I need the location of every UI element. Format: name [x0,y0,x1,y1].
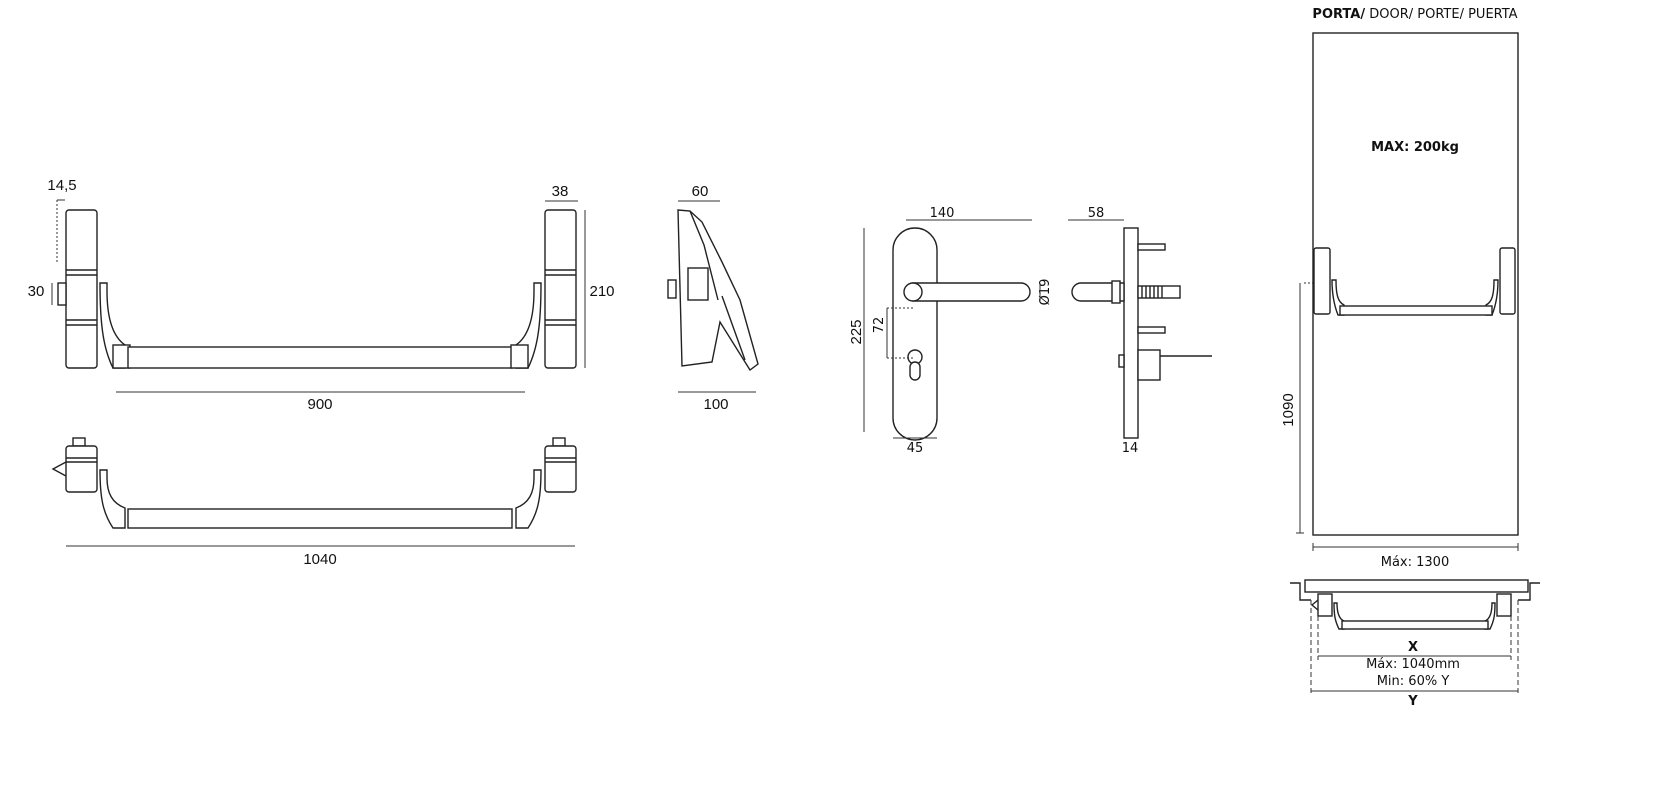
max-weight-label: MAX: 200kg [1371,140,1459,155]
door-title-rest: DOOR/ PORTE/ PUERTA [1365,7,1518,22]
door-title-bold: PORTA/ [1312,7,1365,22]
handle-side-view: 58 14 [1068,206,1212,456]
label-y: Y [1407,694,1418,709]
dim-lever-diameter-label: Ø19 [1038,279,1053,306]
door-elevation: PORTA/ DOOR/ PORTE/ PUERTA MAX: 200kg 10… [1280,7,1519,570]
dim-depth-label: 60 [692,183,709,200]
dim-projection-label: 58 [1088,206,1105,221]
max-x-label: Máx: 1040mm [1366,657,1460,672]
dim-lever-length-label: 140 [930,206,955,221]
panic-bar-front-view: 14,5 30 38 210 900 [28,177,615,413]
dim-total-length-label: 1040 [303,551,336,568]
dim-total-depth-label: 100 [703,396,728,413]
handle-front-view: 140 225 72 Ø19 45 [848,206,1053,456]
door-max-width-label: Máx: 1300 [1381,555,1449,570]
dim-height-label: 210 [589,283,614,300]
dim-offset-label: 14,5 [47,177,76,194]
panic-bar-top-view: 1040 [51,437,577,568]
door-top-view: X Máx: 1040mm Min: 60% Y Y [1290,579,1540,709]
min-x-label: Min: 60% Y [1377,674,1450,689]
dim-bar-length-label: 900 [307,396,332,413]
dim-plate-width-label: 45 [907,441,924,456]
dim-latch-label: 30 [28,283,45,300]
dim-center-distance-label: 72 [872,317,887,334]
door-title: PORTA/ DOOR/ PORTE/ PUERTA [1312,7,1517,22]
dim-plate-height-label: 225 [848,319,865,344]
door-height-label: 1090 [1280,393,1297,426]
panic-bar-side-view: 60 100 [667,183,759,413]
label-x: X [1408,640,1418,655]
dim-plate-thickness-label: 14 [1122,441,1139,456]
dim-housing-width-label: 38 [552,183,569,200]
